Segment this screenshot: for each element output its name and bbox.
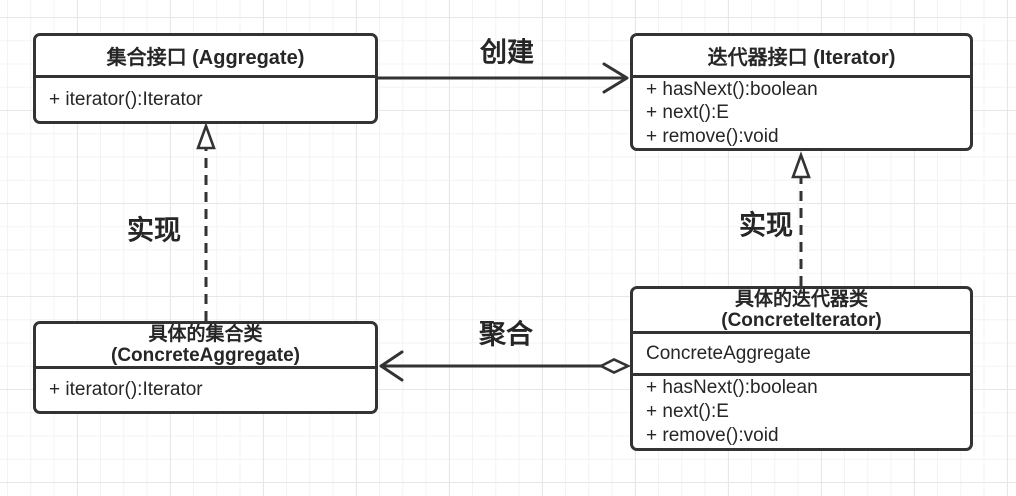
method-item: + iterator():Iterator: [49, 379, 203, 400]
aggregation-relation-label: 聚合: [479, 319, 533, 350]
class-name-en: (ConcreteIterator): [721, 310, 882, 331]
aggregation-diamond-icon: [598, 358, 632, 374]
open-arrowhead-right-icon: [602, 62, 629, 94]
open-arrowhead-left-icon: [379, 350, 404, 382]
create-relation-label: 创建: [480, 37, 534, 68]
realize-right-relation-label: 实现: [739, 210, 793, 241]
hollow-triangle-up-left-icon: [196, 122, 216, 150]
methods-compartment: + iterator():Iterator: [36, 78, 375, 121]
class-name: 集合接口 (Aggregate): [106, 47, 305, 69]
fields-compartment: ConcreteAggregate: [633, 334, 970, 376]
class-box-concrete-aggregate: 具体的集合类 (ConcreteAggregate) + iterator():…: [33, 321, 378, 414]
methods-compartment: + iterator():Iterator: [36, 369, 375, 411]
field-item: ConcreteAggregate: [646, 342, 811, 364]
method-item: + next():E: [646, 401, 729, 422]
method-item: + hasNext():boolean: [646, 79, 818, 101]
class-header: 具体的迭代器类 (ConcreteIterator): [633, 289, 970, 334]
class-box-aggregate: 集合接口 (Aggregate) + iterator():Iterator: [33, 33, 378, 124]
method-item: + remove():void: [646, 125, 779, 147]
class-header: 迭代器接口 (Iterator): [633, 36, 970, 78]
class-name: 迭代器接口 (Iterator): [707, 47, 896, 69]
class-header: 具体的集合类 (ConcreteAggregate): [36, 324, 375, 369]
class-name-cn: 具体的集合类: [148, 324, 263, 345]
class-name-cn: 具体的迭代器类: [734, 289, 868, 310]
class-name-en: (ConcreteAggregate): [111, 345, 300, 366]
class-header: 集合接口 (Aggregate): [36, 36, 375, 78]
method-item: + hasNext():boolean: [646, 377, 818, 398]
method-item: + next():E: [646, 102, 729, 124]
method-item: + iterator():Iterator: [49, 88, 203, 110]
methods-compartment: + hasNext():boolean + next():E + remove(…: [633, 78, 970, 148]
realize-left-relation-label: 实现: [127, 215, 181, 246]
methods-compartment: + hasNext():boolean + next():E + remove(…: [633, 376, 970, 448]
class-box-concrete-iterator: 具体的迭代器类 (ConcreteIterator) ConcreteAggre…: [630, 286, 973, 451]
class-box-iterator: 迭代器接口 (Iterator) + hasNext():boolean + n…: [630, 33, 973, 151]
hollow-triangle-up-right-icon: [791, 151, 811, 179]
method-item: + remove():void: [646, 425, 779, 446]
